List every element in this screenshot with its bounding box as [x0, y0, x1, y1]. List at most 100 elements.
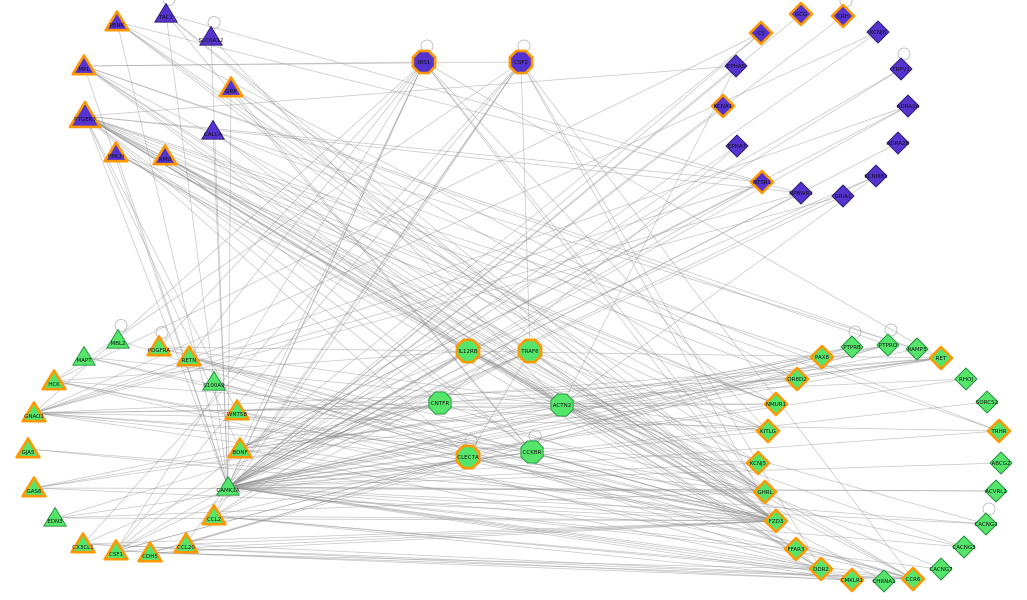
diamond-shape-KCNA1[interactable] — [710, 93, 736, 119]
diamond-shape-EPHA7[interactable] — [725, 134, 749, 158]
diamond-shape-CACNG3[interactable] — [952, 535, 976, 559]
diamond-shape-NTSR1[interactable] — [749, 169, 775, 195]
diamond-shape-KITLG[interactable] — [755, 418, 781, 444]
diamond-shape-FFAR3[interactable] — [783, 536, 809, 562]
node-GCG[interactable]: GCG — [788, 1, 814, 27]
node-PTGER3[interactable]: PTGER3 — [68, 100, 102, 129]
triangle-shape-MAPT[interactable] — [72, 346, 96, 366]
node-NPBWR1[interactable]: NPBWR1 — [789, 181, 813, 205]
node-CCL20[interactable]: CCL20 — [173, 532, 199, 554]
octagon-shape-ACTN2[interactable] — [550, 393, 574, 417]
diamond-shape-CHRNA1[interactable] — [872, 569, 896, 593]
node-IL12RB[interactable]: IL12RB — [455, 338, 481, 364]
diamond-shape-ADRA2B[interactable] — [886, 131, 910, 155]
diamond-shape-TRHR[interactable] — [986, 418, 1012, 444]
diamond-shape-KCNMB1[interactable] — [864, 164, 888, 188]
triangle-shape-CCL20[interactable] — [173, 532, 199, 554]
node-PENK[interactable]: PENK — [104, 10, 130, 32]
triangle-shape-GJA5[interactable] — [15, 437, 41, 459]
diamond-shape-DDR2[interactable] — [808, 556, 834, 582]
node-HCK[interactable]: HCK — [41, 369, 67, 391]
triangle-shape-NMU[interactable] — [152, 144, 178, 166]
diamond-shape-PAX8[interactable] — [809, 344, 835, 370]
node-RHOJ[interactable]: RHOJ — [954, 367, 978, 391]
triangle-shape-CSF1[interactable] — [103, 539, 129, 561]
node-ACVRL1[interactable]: ACVRL1 — [984, 479, 1008, 503]
node-GJA5[interactable]: GJA5 — [15, 437, 41, 459]
diamond-shape-CACNG2[interactable] — [974, 512, 998, 536]
diamond-shape-KCNJ6[interactable] — [866, 20, 890, 44]
node-TRAF6[interactable]: TRAF6 — [517, 338, 543, 364]
triangle-shape-GNAO1[interactable] — [21, 401, 47, 423]
triangle-shape-CCL2[interactable] — [201, 504, 227, 526]
node-IRS1[interactable]: IRS1 — [411, 49, 437, 75]
node-ADRA2A[interactable]: ADRA2A — [896, 94, 920, 118]
node-CCKBR[interactable]: CCKBR — [520, 440, 544, 464]
node-CALCA[interactable]: CALCA — [201, 120, 225, 140]
node-CX3CL1[interactable]: CX3CL1 — [70, 532, 96, 554]
node-GNAO1[interactable]: GNAO1 — [21, 401, 47, 423]
triangle-shape-PENK[interactable] — [104, 10, 130, 32]
triangle-shape-S100A9[interactable] — [202, 371, 226, 391]
node-KITLG[interactable]: KITLG — [755, 418, 781, 444]
diamond-shape-CACNG7[interactable] — [929, 557, 953, 581]
diamond-shape-OR8D2[interactable] — [784, 366, 810, 392]
node-MAPT[interactable]: MAPT — [72, 346, 96, 366]
triangle-shape-CAMK2A[interactable] — [216, 476, 240, 496]
triangle-shape-CDH5[interactable] — [137, 541, 163, 563]
node-ADRA2B[interactable]: ADRA2B — [886, 131, 910, 155]
octagon-shape-CNTFR[interactable] — [428, 391, 452, 415]
node-TAC1[interactable]: TAC1 — [154, 3, 178, 23]
diamond-shape-RHOJ[interactable] — [954, 367, 978, 391]
diamond-shape-SORCS2[interactable] — [975, 390, 999, 414]
triangle-shape-MPL[interactable] — [71, 54, 97, 76]
node-RET[interactable]: RET — [928, 345, 954, 371]
triangle-shape-RETN[interactable] — [176, 345, 202, 367]
diamond-shape-KCNJ5[interactable] — [745, 450, 771, 476]
triangle-shape-SLC6A12[interactable] — [199, 26, 223, 46]
node-CLEC7A[interactable]: CLEC7A — [455, 444, 481, 470]
octagon-shape-IL12RB[interactable] — [455, 338, 481, 364]
node-CMKLR1[interactable]: CMKLR1 — [839, 567, 865, 593]
diamond-shape-NMUR1[interactable] — [763, 391, 789, 417]
triangle-shape-TAC1[interactable] — [154, 3, 178, 23]
diamond-shape-C3[interactable] — [748, 20, 774, 46]
node-CACNG7[interactable]: CACNG7 — [929, 557, 953, 581]
node-TRHR[interactable]: TRHR — [986, 418, 1012, 444]
diamond-shape-GHRL[interactable] — [752, 479, 778, 505]
diamond-shape-CRH[interactable] — [830, 3, 856, 29]
triangle-shape-MBL2[interactable] — [106, 329, 130, 349]
diamond-shape-ADRA2A[interactable] — [896, 94, 920, 118]
node-ACTN2[interactable]: ACTN2 — [550, 393, 574, 417]
octagon-shape-CSF2[interactable] — [508, 49, 534, 75]
node-GRP[interactable]: GRP — [218, 76, 244, 98]
diamond-shape-EPHA5[interactable] — [724, 54, 748, 78]
node-FFAR3[interactable]: FFAR3 — [783, 536, 809, 562]
node-S100A9[interactable]: S100A9 — [202, 371, 226, 391]
node-KCNJ6[interactable]: KCNJ6 — [866, 20, 890, 44]
triangle-shape-GRP[interactable] — [218, 76, 244, 98]
node-RAMP3[interactable]: RAMP3 — [905, 337, 929, 361]
node-EPHA7[interactable]: EPHA7 — [725, 134, 749, 158]
node-CCR6[interactable]: CCR6 — [900, 566, 926, 592]
diamond-shape-ACVRL1[interactable] — [984, 479, 1008, 503]
diamond-shape-CCR6[interactable] — [900, 566, 926, 592]
triangle-shape-BDNF[interactable] — [227, 437, 253, 459]
node-MPL[interactable]: MPL — [71, 54, 97, 76]
node-GHRL[interactable]: GHRL — [752, 479, 778, 505]
triangle-shape-WNT5B[interactable] — [224, 399, 250, 421]
octagon-shape-TRAF6[interactable] — [517, 338, 543, 364]
diamond-shape-TRPV1[interactable] — [889, 57, 913, 81]
triangle-shape-PDGFRA[interactable] — [146, 335, 172, 357]
diamond-shape-PTPRO[interactable] — [876, 333, 900, 357]
octagon-shape-IRS1[interactable] — [411, 49, 437, 75]
octagon-shape-CLEC7A[interactable] — [455, 444, 481, 470]
node-SORCS2[interactable]: SORCS2 — [975, 390, 999, 414]
diamond-shape-ABCG2[interactable] — [989, 451, 1013, 475]
node-ABCG2[interactable]: ABCG2 — [989, 451, 1013, 475]
node-TRPV1[interactable]: TRPV1 — [889, 57, 913, 81]
diamond-shape-FZD3[interactable] — [763, 508, 789, 534]
diamond-shape-CMKLR1[interactable] — [839, 567, 865, 593]
